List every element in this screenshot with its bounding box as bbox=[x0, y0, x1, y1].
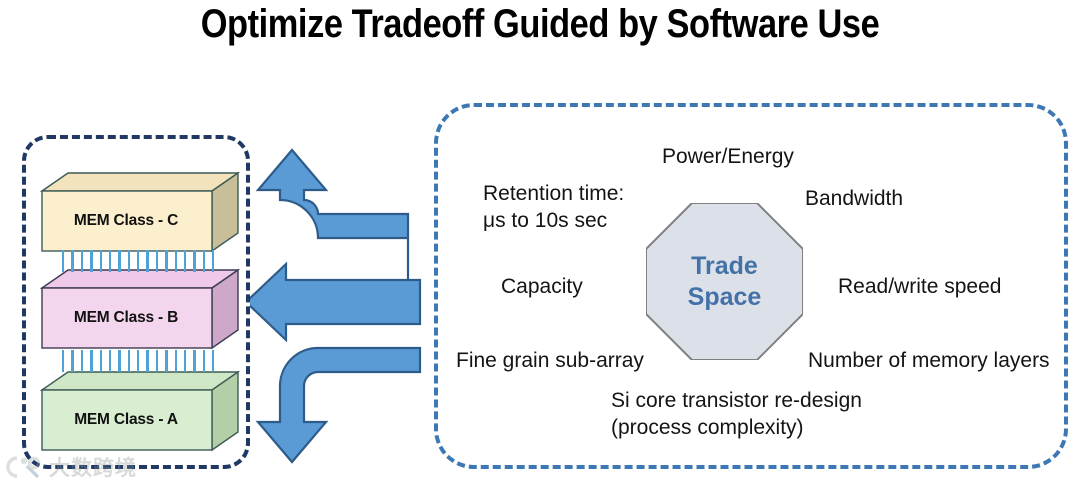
connector-pin bbox=[174, 250, 177, 272]
connector-pin bbox=[202, 250, 206, 272]
label-read-write-speed: Read/write speed bbox=[838, 275, 1002, 298]
label-retention-time-line1: Retention time: bbox=[483, 182, 625, 205]
connector-pin bbox=[80, 250, 84, 272]
arrow-left bbox=[244, 261, 422, 343]
connector-pin bbox=[99, 350, 102, 372]
connector-pin bbox=[108, 250, 112, 272]
connector-pin bbox=[193, 250, 196, 272]
connector-pin bbox=[137, 250, 140, 272]
connector-pin bbox=[71, 250, 74, 272]
arrow-elbow-up bbox=[255, 148, 410, 280]
label-si-core-transistor: Si core transistor re-design (process co… bbox=[611, 388, 862, 442]
trade-space-panel bbox=[434, 103, 1068, 469]
connector-pin bbox=[127, 350, 131, 372]
label-fine-grain-sub-array: Fine grain sub-array bbox=[456, 349, 644, 372]
connector-pin bbox=[174, 350, 177, 372]
label-si-core-line2: (process complexity) bbox=[611, 415, 804, 439]
label-bandwidth: Bandwidth bbox=[805, 187, 904, 210]
connector-pin bbox=[62, 350, 65, 372]
mem-class-b-slab: MEM Class - B bbox=[39, 268, 241, 350]
connector-pin bbox=[80, 350, 84, 372]
label-retention-time-line2: μs to 10s sec bbox=[483, 208, 608, 232]
octagon-shape bbox=[645, 202, 804, 361]
mem-class-c-shape bbox=[39, 171, 241, 253]
mem-class-b-label: MEM Class - B bbox=[73, 309, 179, 326]
connector-pin bbox=[165, 250, 168, 272]
trade-space-octagon: Trade Space bbox=[645, 202, 804, 361]
mem-class-a-slab: MEM Class - A bbox=[39, 370, 241, 452]
connector-pin bbox=[165, 350, 168, 372]
arrows-svg bbox=[244, 148, 422, 464]
mem-class-b-shape bbox=[39, 268, 241, 350]
connector-pin bbox=[212, 350, 215, 372]
label-retention-time: Retention time: μs to 10s sec bbox=[483, 181, 624, 235]
connector-pin bbox=[183, 250, 187, 272]
connector-pin bbox=[146, 250, 149, 272]
connector-pin bbox=[146, 350, 149, 372]
connector-pin bbox=[155, 250, 159, 272]
connector-pin bbox=[108, 350, 112, 372]
label-power-energy: Power/Energy bbox=[662, 145, 794, 168]
label-si-core-line1: Si core transistor re-design bbox=[611, 389, 862, 412]
bidirectional-arrow-group bbox=[244, 140, 430, 470]
connector-pins-c-to-b bbox=[62, 250, 215, 272]
label-number-of-memory-layers: Number of memory layers bbox=[808, 349, 1050, 372]
connector-pin bbox=[212, 250, 215, 272]
mem-class-a-shape bbox=[39, 370, 241, 452]
connector-pin bbox=[127, 250, 131, 272]
connector-pin bbox=[118, 350, 121, 372]
connector-pin bbox=[118, 250, 121, 272]
connector-pin bbox=[90, 350, 93, 372]
connector-pins-b-to-a bbox=[62, 350, 215, 372]
connector-pin bbox=[183, 350, 187, 372]
connector-pin bbox=[155, 350, 159, 372]
connector-pin bbox=[62, 250, 65, 272]
mem-class-c-slab: MEM Class - C bbox=[39, 171, 241, 253]
arrow-elbow-down bbox=[255, 346, 422, 464]
connector-pin bbox=[71, 350, 74, 372]
connector-pin bbox=[99, 250, 102, 272]
label-capacity: Capacity bbox=[501, 275, 583, 298]
connector-pin bbox=[90, 250, 93, 272]
memory-stack-panel bbox=[22, 135, 250, 469]
mem-class-a-label: MEM Class - A bbox=[74, 411, 178, 428]
page-title: Optimize Tradeoff Guided by Software Use bbox=[200, 2, 880, 46]
connector-pin bbox=[202, 350, 206, 372]
mem-class-c-label: MEM Class - C bbox=[73, 212, 179, 229]
connector-pin bbox=[193, 350, 196, 372]
connector-pin bbox=[137, 350, 140, 372]
